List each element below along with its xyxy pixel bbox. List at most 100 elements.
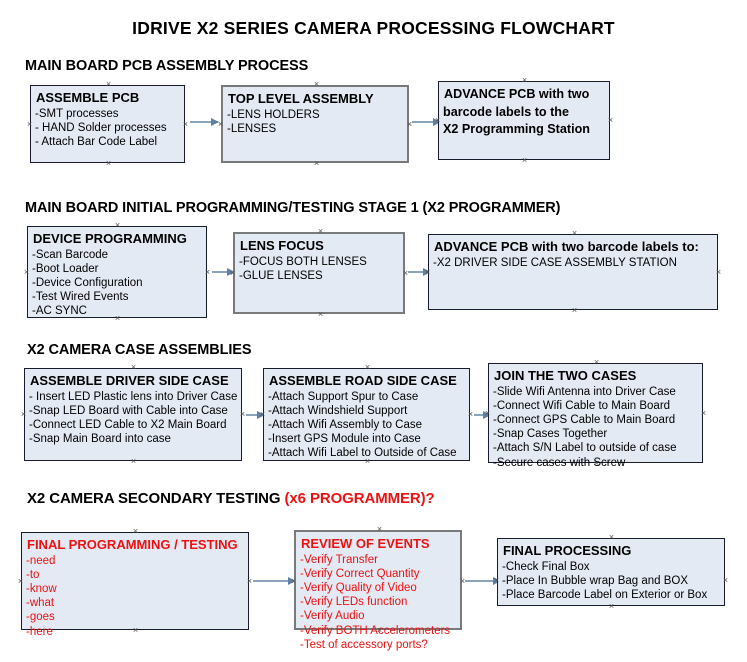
resize-handle-top[interactable] <box>364 364 371 371</box>
resize-handle-left[interactable] <box>217 121 224 128</box>
resize-handle-top[interactable] <box>317 228 324 235</box>
resize-handle-bottom[interactable] <box>571 307 578 314</box>
box-line: -what <box>26 597 55 610</box>
section-header-text: MAIN BOARD INITIAL PROGRAMMING/TESTING S… <box>25 200 561 216</box>
process-box-lens-focus[interactable]: LENS FOCUS -FOCUS BOTH LENSES -GLUE LENS… <box>233 232 405 314</box>
box-line-overflow: -Test of accessory ports? <box>300 638 428 651</box>
box-line: -need <box>26 554 56 567</box>
resize-handle-bottom[interactable] <box>364 458 371 465</box>
box-line: -Attach Wifi Label to Outside of Case <box>268 447 457 460</box>
process-box-assemble-pcb[interactable]: ASSEMBLE PCB -SMT processes - HAND Solde… <box>30 85 185 163</box>
box-line: -Test Wired Events <box>32 291 129 304</box>
box-title: DEVICE PROGRAMMING <box>33 231 187 246</box>
resize-handle-left[interactable] <box>290 578 297 585</box>
resize-handle-bottom[interactable] <box>132 627 139 634</box>
resize-handle-right[interactable] <box>607 117 614 124</box>
resize-handle-left[interactable] <box>229 270 236 277</box>
box-line: -LENSES <box>227 122 277 135</box>
resize-handle-bottom[interactable] <box>130 458 137 465</box>
resize-handle-right[interactable] <box>715 269 722 276</box>
resize-handle-top[interactable] <box>593 359 600 366</box>
resize-handle-right[interactable] <box>246 578 253 585</box>
process-box-join-the-two-cases[interactable]: JOIN THE TWO CASES -Slide Wifi Antenna i… <box>488 363 703 469</box>
resize-handle-left[interactable] <box>493 577 500 584</box>
box-line: -Check Final Box <box>502 560 590 573</box>
box-title: ADVANCE PCB with two barcode labels to: <box>434 239 699 254</box>
box-line: -Verify Transfer <box>300 553 378 566</box>
resize-handle-top[interactable] <box>571 230 578 237</box>
resize-handle-left[interactable] <box>484 410 491 417</box>
section-header-x2-camera-case-assemblies: X2 CAMERA CASE ASSEMBLIES <box>27 342 252 358</box>
box-line: -SMT processes <box>35 107 119 120</box>
resize-handle-top[interactable] <box>114 222 121 229</box>
resize-handle-top[interactable] <box>376 526 383 533</box>
process-box-final-processing[interactable]: FINAL PROCESSING -Check Final Box -Place… <box>497 538 725 606</box>
section-header-x2-camera-secondary-testing: X2 CAMERA SECONDARY TESTING (x6 PROGRAMM… <box>27 490 435 507</box>
resize-handle-right[interactable] <box>204 269 211 276</box>
resize-handle-left[interactable] <box>434 117 441 124</box>
box-line: - Insert LED Plastic lens into Driver Ca… <box>29 390 238 403</box>
process-box-advance-pcb-to-x2-station[interactable]: ADVANCE PCB with two barcode labels to t… <box>438 81 610 160</box>
resize-handle-right[interactable] <box>700 410 707 417</box>
resize-handle-left[interactable] <box>259 411 266 418</box>
box-line: -Place In Bubble wrap Bag and BOX <box>502 574 689 587</box>
resize-handle-right[interactable] <box>239 411 246 418</box>
resize-handle-top[interactable] <box>608 534 615 541</box>
process-box-review-of-events[interactable]: REVIEW OF EVENTS -Verify Transfer -Verif… <box>294 530 462 651</box>
section-header-main-board-pcb-assembly: MAIN BOARD PCB ASSEMBLY PROCESS <box>25 58 308 74</box>
box-line: -Snap Cases Together <box>493 428 608 441</box>
box-line: -Device Configuration <box>32 276 143 289</box>
box-line: -Attach Wifi Assembly to Case <box>268 418 423 431</box>
box-line: -Slide Wifi Antenna into Driver Case <box>493 385 676 398</box>
process-box-advance-pcb-to-driver-side-case[interactable]: ADVANCE PCB with two barcode labels to: … <box>428 234 718 310</box>
box-title: TOP LEVEL ASSEMBLY <box>228 91 374 106</box>
resize-handle-bottom[interactable] <box>521 157 528 164</box>
process-box-device-programming[interactable]: DEVICE PROGRAMMING -Scan Barcode -Boot L… <box>27 226 207 318</box>
resize-handle-left[interactable] <box>17 578 24 585</box>
resize-handle-bottom[interactable] <box>114 315 121 322</box>
box-line: -Verify LEDs function <box>300 596 408 609</box>
resize-handle-top[interactable] <box>313 81 320 88</box>
resize-handle-bottom[interactable] <box>105 160 112 167</box>
resize-handle-bottom[interactable] <box>608 603 615 610</box>
process-box-assemble-driver-side-case[interactable]: ASSEMBLE DRIVER SIDE CASE - Insert LED P… <box>24 368 242 461</box>
box-title: ASSEMBLE DRIVER SIDE CASE <box>30 373 229 388</box>
box-line: -Attach Support Spur to Case <box>268 390 419 403</box>
resize-handle-left[interactable] <box>23 269 30 276</box>
resize-handle-top[interactable] <box>130 364 137 371</box>
box-line: -here <box>26 625 53 638</box>
box-line: -Snap Main Board into case <box>29 433 171 446</box>
resize-handle-bottom[interactable] <box>317 311 324 318</box>
resize-handle-left[interactable] <box>26 121 33 128</box>
resize-handle-top[interactable] <box>132 528 139 535</box>
resize-handle-bottom[interactable] <box>376 627 383 634</box>
resize-handle-bottom[interactable] <box>313 160 320 167</box>
process-box-final-programming-testing[interactable]: FINAL PROGRAMMING / TESTING -need -to -k… <box>21 532 249 638</box>
box-line: -Attach S/N Label to outside of case <box>493 442 677 455</box>
section-header-text: X2 CAMERA CASE ASSEMBLIES <box>27 342 252 358</box>
resize-handle-right[interactable] <box>182 121 189 128</box>
box-title: ASSEMBLE PCB <box>36 90 140 105</box>
resize-handle-top[interactable] <box>105 81 112 88</box>
box-line: barcode labels to the <box>443 105 569 119</box>
resize-handle-left[interactable] <box>20 411 27 418</box>
resize-handle-top[interactable] <box>521 77 528 84</box>
box-title: REVIEW OF EVENTS <box>301 536 430 551</box>
resize-handle-right[interactable] <box>467 411 474 418</box>
process-box-top-level-assembly[interactable]: TOP LEVEL ASSEMBLY -LENS HOLDERS -LENSES <box>221 85 409 163</box>
box-line: -goes <box>26 611 55 624</box>
resize-handle-right[interactable] <box>722 577 729 584</box>
box-line: -know <box>26 582 57 595</box>
process-box-assemble-road-side-case[interactable]: ASSEMBLE ROAD SIDE CASE -Attach Support … <box>263 368 470 461</box>
resize-handle-left[interactable] <box>424 269 431 276</box>
connector-arrow <box>190 118 219 126</box>
resize-handle-bottom[interactable] <box>593 460 600 467</box>
box-title: ADVANCE PCB with two <box>444 87 590 101</box>
box-title: JOIN THE TWO CASES <box>494 368 637 383</box>
box-line: -LENS HOLDERS <box>227 108 320 121</box>
box-line: -Connect LED Cable to X2 Main Board <box>29 418 227 431</box>
section-header-main-board-initial-programming: MAIN BOARD INITIAL PROGRAMMING/TESTING S… <box>25 200 561 216</box>
box-title: ASSEMBLE ROAD SIDE CASE <box>269 373 457 388</box>
box-line: - Attach Bar Code Label <box>35 135 158 148</box>
page-title: IDRIVE X2 SERIES CAMERA PROCESSING FLOWC… <box>132 18 615 38</box>
